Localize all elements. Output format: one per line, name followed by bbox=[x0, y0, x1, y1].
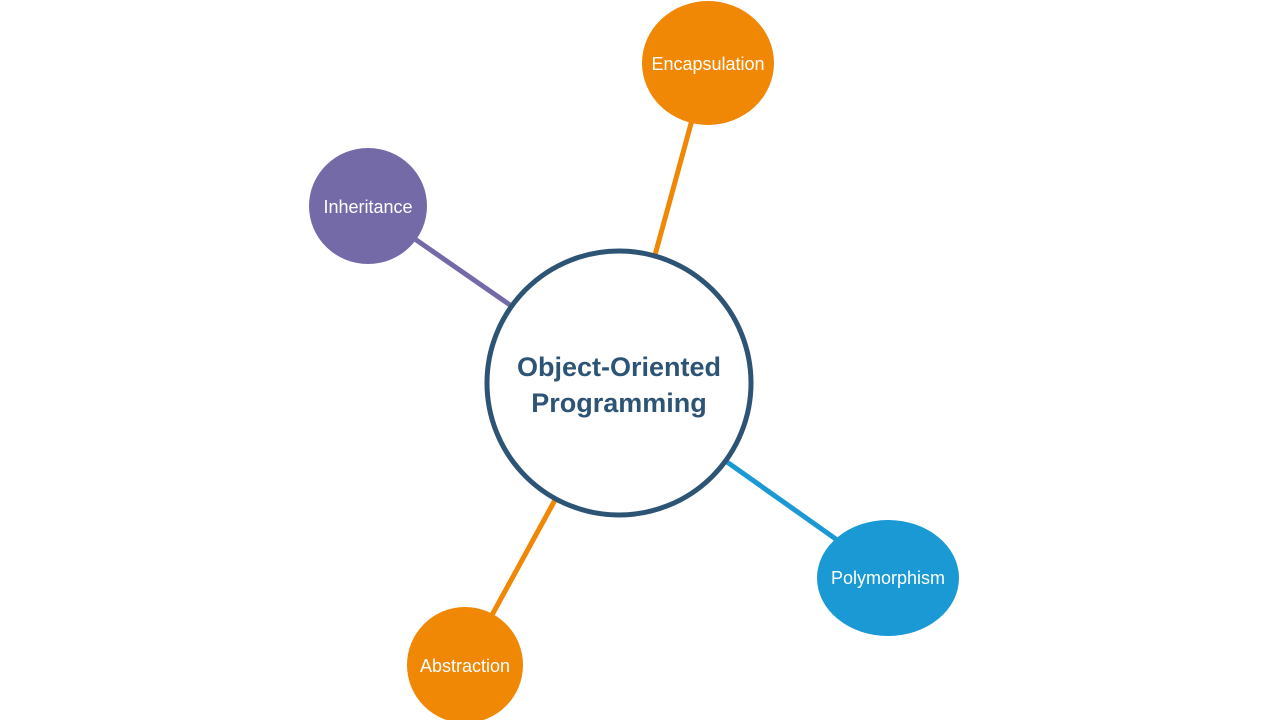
node-encapsulation[interactable]: Encapsulation bbox=[642, 1, 774, 125]
node-abstraction-label: Abstraction bbox=[420, 656, 510, 676]
node-polymorphism-label: Polymorphism bbox=[831, 568, 945, 588]
connector-encapsulation bbox=[652, 119, 695, 256]
node-inheritance-label: Inheritance bbox=[323, 197, 412, 217]
center-node[interactable]: Object-Oriented Programming bbox=[484, 248, 754, 518]
connector-inheritance bbox=[410, 234, 512, 308]
node-polymorphism-circle bbox=[817, 520, 959, 636]
node-encapsulation-label: Encapsulation bbox=[651, 54, 764, 74]
node-inheritance-circle bbox=[309, 148, 427, 264]
node-encapsulation-circle bbox=[642, 1, 774, 125]
center-title-line1: Object-Oriented bbox=[517, 352, 721, 382]
connector-abstraction bbox=[489, 498, 558, 617]
node-abstraction-circle bbox=[407, 607, 523, 723]
node-abstraction[interactable]: Abstraction bbox=[407, 607, 523, 723]
connector-polymorphism bbox=[725, 459, 842, 545]
node-polymorphism[interactable]: Polymorphism bbox=[817, 520, 959, 636]
node-inheritance[interactable]: Inheritance bbox=[309, 148, 427, 264]
center-title-line2: Programming bbox=[531, 388, 707, 418]
center-circle bbox=[484, 248, 754, 518]
